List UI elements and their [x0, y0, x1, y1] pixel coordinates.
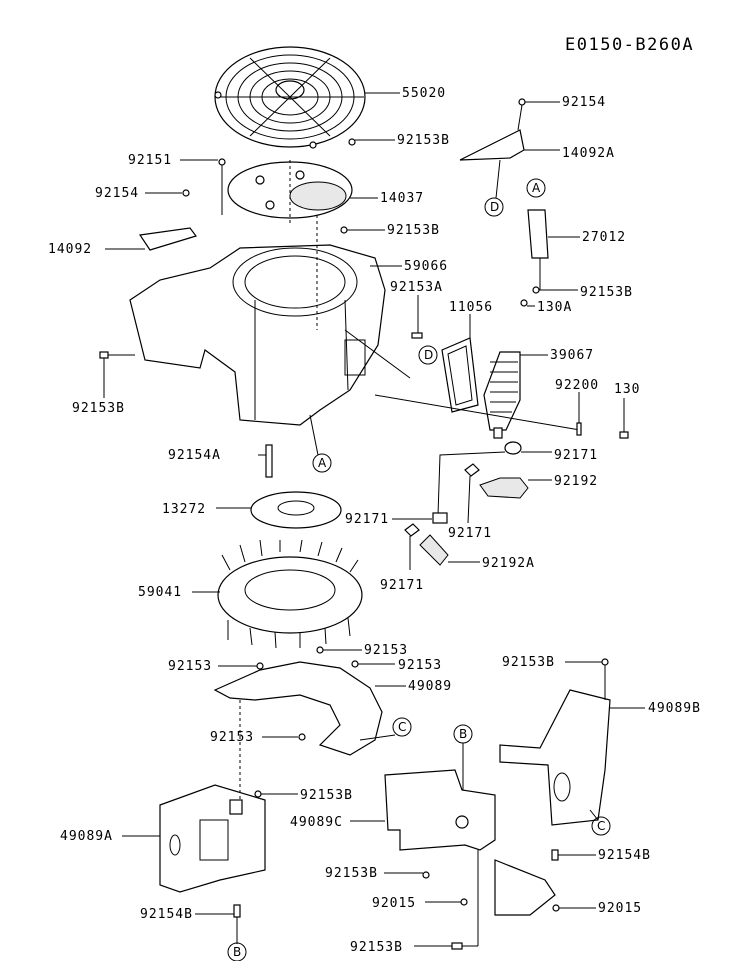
baffle-c-part [384, 769, 556, 916]
hose-assembly [404, 441, 529, 566]
leader-line [495, 159, 501, 199]
callout-92153-right: 92153 [398, 658, 442, 673]
callout-13272: 13272 [162, 502, 206, 517]
fan-plate-part [227, 160, 353, 225]
callout-92171-c: 92171 [448, 526, 492, 541]
callout-92154b-left: 92154B [140, 907, 193, 922]
callout-92153b-lower-left: 92153B [300, 788, 353, 803]
ref-circle [312, 453, 332, 473]
callout-92015-right: 92015 [598, 901, 642, 916]
bolt-shape [218, 158, 226, 166]
callout-92171-b: 92171 [345, 512, 389, 527]
callout-39067: 39067 [550, 348, 594, 363]
callout-92151: 92151 [128, 153, 172, 168]
flywheel-part [217, 539, 363, 649]
leader-line [359, 734, 396, 741]
leader-line [344, 329, 411, 379]
ref-d-housing: D [424, 348, 433, 362]
callout-92154-left: 92154 [95, 186, 139, 201]
bolt-shape [99, 351, 109, 359]
ref-a-housing: A [318, 456, 327, 470]
ref-circle [392, 717, 412, 737]
callout-92153b-housing: 92153B [387, 223, 440, 238]
callout-92192a: 92192A [482, 556, 535, 571]
baffle-a-part [159, 784, 266, 893]
nut-shape [460, 898, 468, 906]
ref-b-bottom: B [233, 945, 241, 959]
callout-14092a: 14092A [562, 146, 615, 161]
callout-92153-lower: 92153 [210, 730, 254, 745]
callout-27012: 27012 [582, 230, 626, 245]
bolt-shape [298, 733, 306, 741]
callout-130a: 130A [537, 300, 572, 315]
ref-circle [591, 816, 611, 836]
callout-92154a: 92154A [168, 448, 221, 463]
leader-line [309, 414, 319, 456]
cover-14092-part [138, 227, 197, 251]
bolt-shape [233, 904, 241, 918]
cover-14092a-part [459, 98, 526, 161]
bolt-shape [182, 189, 190, 197]
ref-circle [418, 345, 438, 365]
bolt-shape [619, 431, 629, 439]
callout-92171-a: 92171 [554, 448, 598, 463]
diagram-id: E0150-B260A [565, 35, 694, 55]
callout-14092: 14092 [48, 242, 92, 257]
callout-92153b-bottom: 92153B [350, 940, 403, 955]
ref-b-middle: B [459, 727, 467, 741]
ref-circle [227, 942, 247, 961]
callout-92153a: 92153A [390, 280, 443, 295]
callout-92171-d: 92171 [380, 578, 424, 593]
callout-55020: 55020 [402, 86, 446, 101]
callout-92200: 92200 [555, 378, 599, 393]
stud-part [265, 444, 273, 478]
callout-59066: 59066 [404, 259, 448, 274]
baffle-part [213, 646, 383, 756]
housing-part [129, 215, 386, 426]
clamp-shape [576, 422, 582, 436]
pulley-part [250, 491, 342, 529]
leader-line [374, 394, 581, 431]
bolt-shape [411, 332, 423, 339]
callout-92015-left: 92015 [372, 896, 416, 911]
callout-49089b: 49089B [648, 701, 701, 716]
callout-92153-top: 92153 [364, 643, 408, 658]
callout-92153-left: 92153 [168, 659, 212, 674]
ref-a-top: A [532, 181, 541, 195]
callout-92153b-top: 92153B [397, 133, 450, 148]
callout-92153b-lower-center: 92153B [325, 866, 378, 881]
callout-49089: 49089 [408, 679, 452, 694]
callout-49089c: 49089C [290, 815, 343, 830]
ref-c-right: C [597, 819, 605, 833]
callout-92154-top: 92154 [562, 95, 606, 110]
callout-59041: 59041 [138, 585, 182, 600]
nut-shape [552, 904, 560, 912]
callout-11056: 11056 [449, 300, 493, 315]
bracket-part [520, 178, 549, 307]
ref-circle [484, 197, 504, 217]
cooler-part [483, 351, 521, 439]
callout-92153b-bracket: 92153B [580, 285, 633, 300]
callout-14037: 14037 [380, 191, 424, 206]
leader-line [467, 475, 471, 524]
bolt-shape [348, 138, 356, 146]
callout-130: 130 [614, 382, 640, 397]
fan-screen-part [214, 46, 366, 149]
gasket-part [441, 337, 479, 413]
bolt-shape [340, 226, 348, 234]
callout-49089a: 49089A [60, 829, 113, 844]
bolt-shape [551, 849, 559, 861]
bolt-shape [451, 942, 463, 950]
callout-92153b-left: 92153B [72, 401, 125, 416]
callout-92153b-right: 92153B [502, 655, 555, 670]
ref-d-top: D [490, 200, 499, 214]
ref-c-left: C [398, 720, 406, 734]
callout-92154b-right: 92154B [598, 848, 651, 863]
baffle-b-part [499, 658, 611, 826]
callout-92192: 92192 [554, 474, 598, 489]
